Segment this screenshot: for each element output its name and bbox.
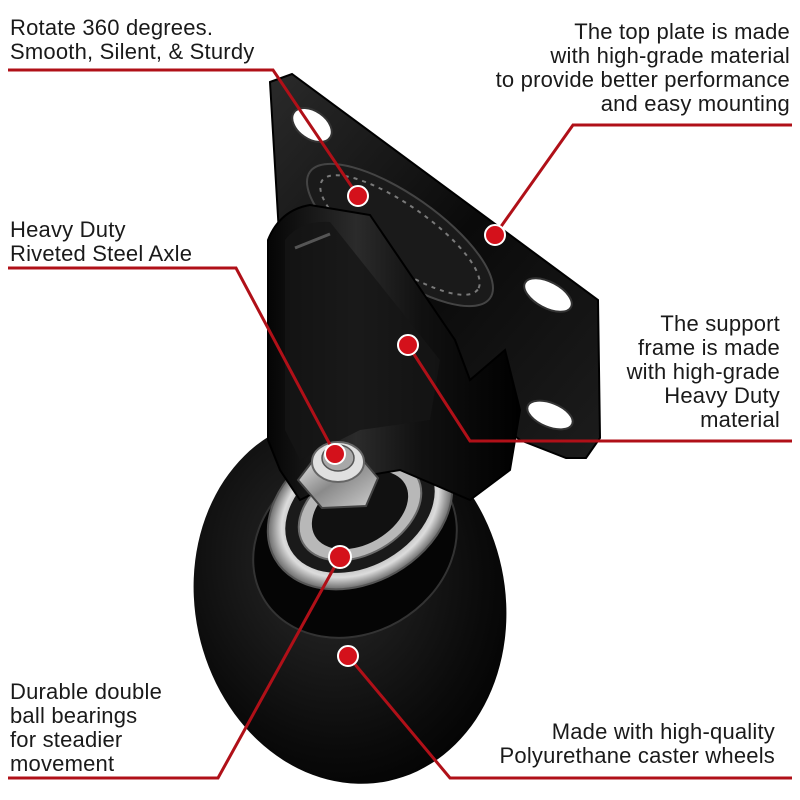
leader-line-bearings	[8, 556, 342, 780]
marker-wheel	[337, 645, 359, 667]
leader-line-axle	[8, 266, 337, 455]
callout-bearings-line-3: for steadier	[10, 727, 123, 752]
marker-frame	[397, 334, 419, 356]
callout-bearings: Durable double ball bearings for steadie…	[10, 680, 162, 776]
callout-wheel-line-1: Made with high-quality	[551, 719, 775, 744]
leader-line-frame	[406, 344, 792, 443]
support-frame	[267, 203, 522, 502]
leader-line-plate	[493, 123, 792, 236]
callout-top-plate-line-2: with high-grade material	[550, 43, 790, 68]
leader-lines	[8, 68, 792, 780]
plate-hole-right-upper	[523, 277, 573, 313]
callout-support-frame-line-3: with high-grade	[626, 359, 780, 384]
callout-bearings-line-1: Durable double	[10, 679, 163, 704]
callout-top-plate-line-1: The top plate is made	[574, 19, 790, 44]
callout-markers	[324, 185, 506, 667]
plate-hole-top-left	[291, 106, 333, 144]
callout-wheel-line-2: Polyurethane caster wheels	[499, 743, 775, 768]
callout-wheel: Made with high-quality Polyurethane cast…	[500, 720, 775, 768]
marker-rotate	[347, 185, 369, 207]
leader-line-rotate	[8, 68, 360, 197]
callout-rotate-line-1: Rotate 360 degrees.	[10, 15, 214, 40]
callout-bearings-line-4: movement	[10, 751, 115, 776]
callout-support-frame-line-1: The support	[660, 311, 780, 336]
callout-axle-line-1: Heavy Duty	[10, 217, 126, 242]
callout-top-plate-line-4: and easy mounting	[600, 91, 790, 116]
marker-plate	[484, 224, 506, 246]
callout-support-frame-line-5: material	[700, 407, 780, 432]
leader-line-wheel	[346, 655, 792, 780]
callout-rotate-line-2: Smooth, Silent, & Sturdy	[10, 39, 255, 64]
callout-support-frame-line-2: frame is made	[638, 335, 780, 360]
callout-bearings-line-2: ball bearings	[10, 703, 138, 728]
callout-rotate: Rotate 360 degrees. Smooth, Silent, & St…	[10, 16, 254, 64]
callout-support-frame-line-4: Heavy Duty	[664, 383, 780, 408]
callout-top-plate: The top plate is made with high-grade ma…	[496, 20, 790, 116]
marker-bearings	[328, 545, 352, 569]
marker-axle	[324, 443, 346, 465]
plate-hole-right-lower	[526, 399, 574, 431]
callout-axle: Heavy Duty Riveted Steel Axle	[10, 218, 192, 266]
callout-support-frame: The support frame is made with high-grad…	[627, 312, 780, 432]
callout-axle-line-2: Riveted Steel Axle	[10, 241, 193, 266]
callout-top-plate-line-3: to provide better performance	[495, 67, 790, 92]
